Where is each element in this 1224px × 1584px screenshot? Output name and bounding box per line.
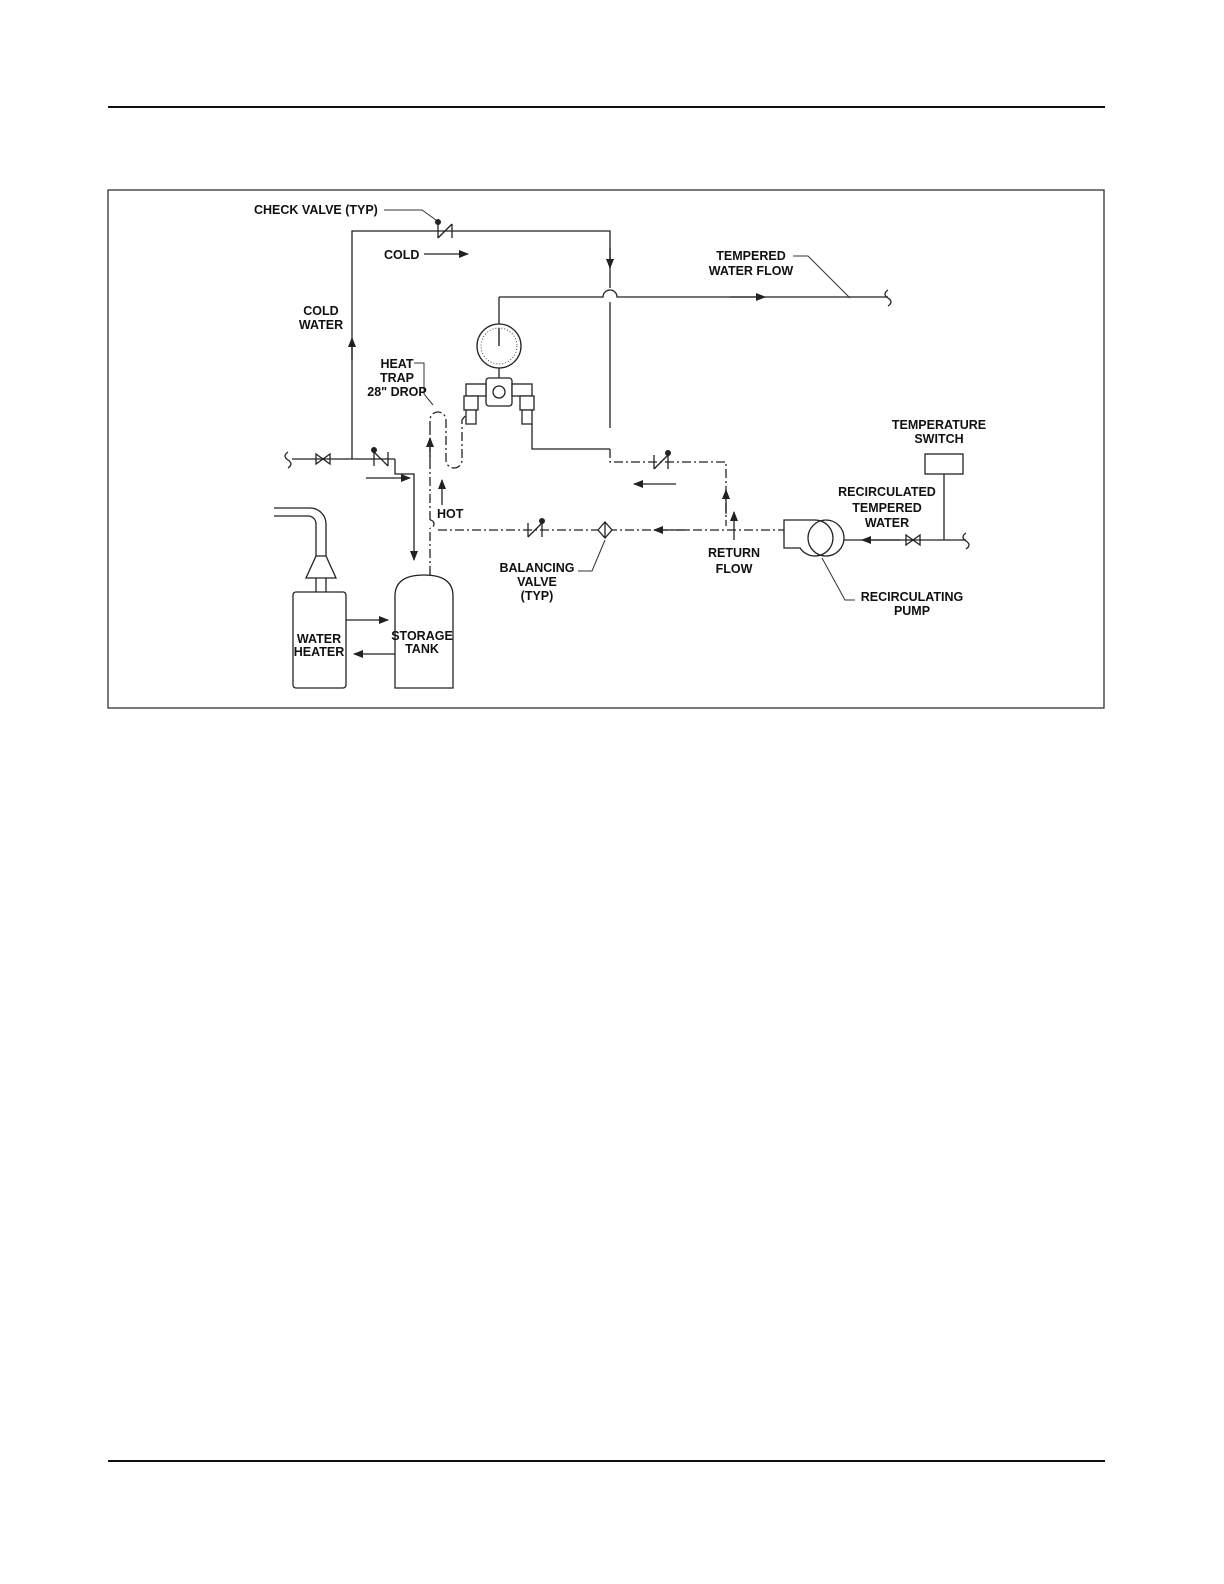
mixing-valve-return-line — [532, 424, 610, 449]
label-balancing-valve-2: VALVE — [517, 575, 557, 589]
cold-water-piping — [292, 231, 610, 478]
balancing-valve — [598, 522, 612, 538]
label-heat-trap-1: HEAT — [380, 357, 413, 371]
thermostatic-mixing-valve — [464, 297, 534, 424]
recirculating-pump — [784, 520, 844, 556]
tempered-water-outlet — [499, 290, 891, 306]
label-recirculating-pump-1: RECIRCULATING — [861, 590, 964, 604]
label-heat-trap-3: 28" DROP — [367, 385, 426, 399]
label-tempered-water-flow-1: TEMPERED — [716, 249, 785, 263]
label-water-heater-1: WATER — [297, 632, 341, 646]
label-heat-trap-2: TRAP — [380, 371, 414, 385]
label-temperature-switch-2: SWITCH — [914, 432, 963, 446]
label-return-flow-1: RETURN — [708, 546, 760, 560]
label-return-flow-2: FLOW — [716, 562, 753, 576]
label-balancing-valve-3: (TYP) — [521, 589, 554, 603]
label-cold-water-1: COLD — [303, 304, 338, 318]
return-line — [438, 512, 784, 540]
check-valve-return-lower — [528, 518, 545, 537]
water-heater — [274, 508, 346, 688]
label-tempered-water-flow-2: WATER FLOW — [709, 264, 794, 278]
label-storage-tank-1: STORAGE — [391, 629, 453, 643]
label-water-heater-2: HEATER — [294, 645, 344, 659]
pipe-break-cold-inlet — [285, 452, 291, 468]
label-check-valve: CHECK VALVE (TYP) — [254, 203, 378, 217]
label-recirculating-pump-2: PUMP — [894, 604, 930, 618]
check-valve-return-upper — [654, 450, 671, 469]
label-cold-water-2: WATER — [299, 318, 343, 332]
label-recirculated-1: RECIRCULATED — [838, 485, 936, 499]
label-storage-tank-2: TANK — [405, 642, 439, 656]
check-valve-cold-inlet — [371, 447, 388, 466]
label-hot: HOT — [437, 507, 464, 521]
label-temperature-switch-1: TEMPERATURE — [892, 418, 986, 432]
label-recirculated-3: WATER — [865, 516, 909, 530]
hot-water-riser — [430, 412, 468, 575]
label-balancing-valve-1: BALANCING — [500, 561, 575, 575]
label-cold: COLD — [384, 248, 419, 262]
label-recirculated-2: TEMPERED — [852, 501, 921, 515]
check-valve-cold-top — [435, 219, 452, 238]
cold-supply-to-tank — [395, 459, 414, 520]
